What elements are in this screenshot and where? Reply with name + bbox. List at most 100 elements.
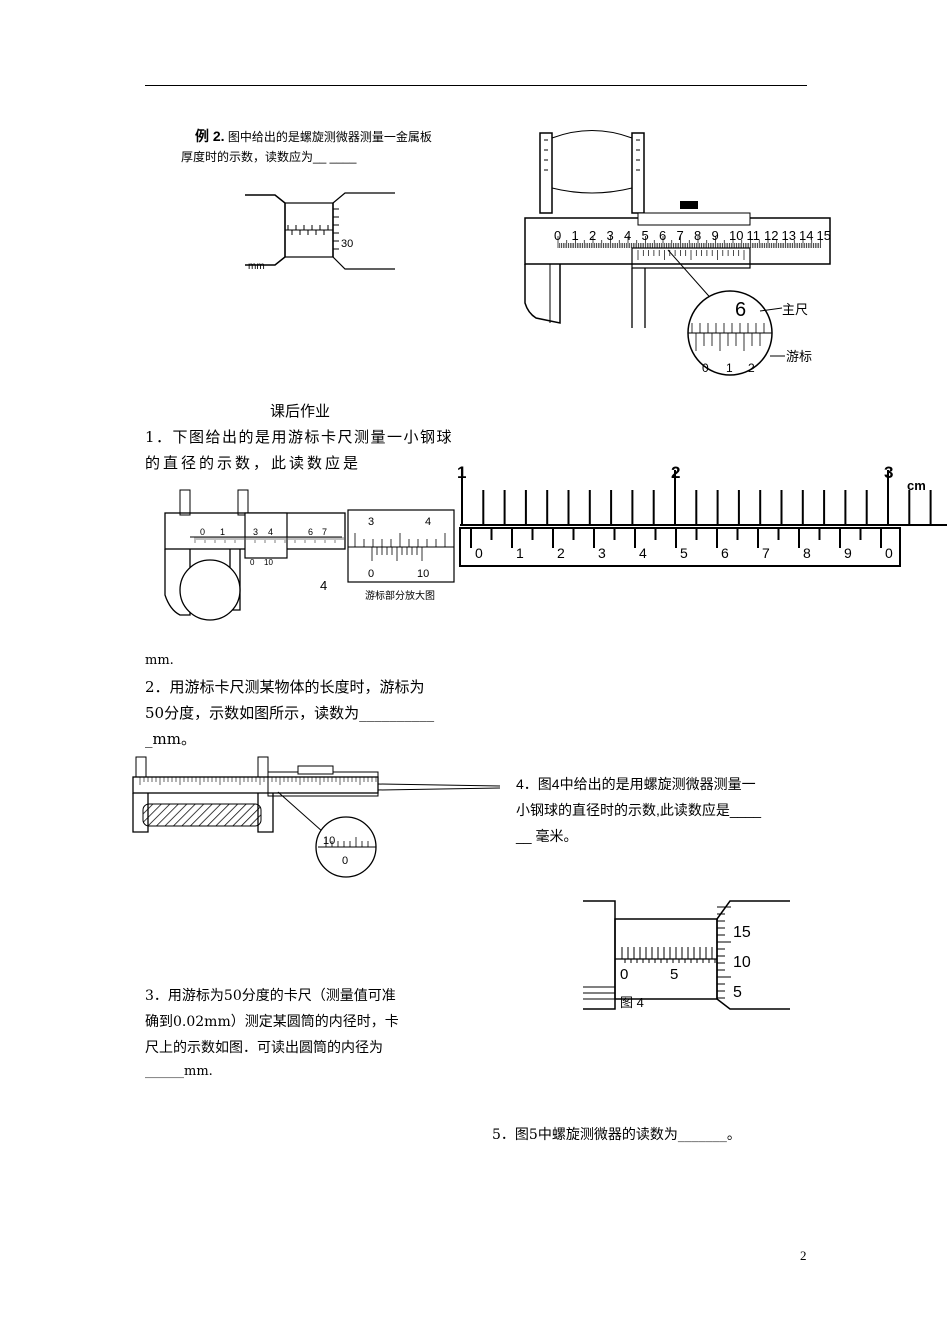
micrometer-example-figure: 30 mm (245, 192, 395, 272)
fig1-zoom-top-3: 3 (368, 516, 374, 528)
fig1-zoom-bottom-0: 0 (368, 568, 374, 580)
fig4-thimble-5: 5 (733, 984, 742, 1001)
top-main-label: 15 (817, 228, 831, 243)
large-vernier-label: 0 (475, 545, 483, 561)
top-main-label: 12 (764, 228, 778, 243)
zoom-digit-2: 2 (748, 361, 755, 375)
top-main-label: 10 (729, 228, 743, 243)
top-main-label: 0 (554, 228, 561, 243)
q4-line-1: 4．图4中给出的是用螺旋测微器测量一 (516, 776, 756, 792)
top-main-label: 2 (589, 228, 596, 243)
large-vernier-label: 3 (598, 545, 606, 561)
label-vernier: 游标 (786, 349, 812, 364)
fig1-main-4: 4 (268, 527, 273, 537)
page-number: 2 (800, 1248, 807, 1263)
zoom-digit-1: 1 (726, 361, 733, 375)
large-vernier-label: 4 (639, 545, 647, 561)
large-vernier-label: 2 (557, 545, 565, 561)
fig1-main-0: 0 (200, 527, 205, 537)
large-cm-3: 3 (884, 463, 893, 482)
label-main-scale: 主尺 (782, 302, 808, 317)
fig1-vernier-10: 10 (264, 558, 273, 567)
top-main-label: 4 (624, 228, 631, 243)
header-rule (145, 85, 807, 86)
zoom-vernier-ticks (691, 323, 765, 351)
q4-line-3: __ 毫米。 (516, 828, 578, 844)
large-cm-2: 2 (671, 463, 680, 482)
q2-line-2: 50分度，示数如图所示，读数为__________ (145, 704, 435, 722)
fig4-thimble-ticks (717, 906, 731, 999)
large-vernier-label: 9 (844, 545, 852, 561)
fig4-sleeve-ticks (621, 947, 716, 963)
example2-block: 例 2. 图中给出的是螺旋测微器测量一金属板 厚度时的示数，读数应为__ ___… (181, 126, 475, 167)
fig1-main-1: 1 (220, 527, 225, 537)
top-main-label: 11 (747, 228, 761, 243)
top-main-label: 9 (712, 228, 719, 243)
fig1-zoom-top-4: 4 (425, 516, 431, 528)
large-unit: cm (907, 478, 926, 493)
q1-line-1: 1．下图给出的是用游标卡尺测量一小钢球 (145, 428, 454, 446)
q3-line-2: 确到0.02mm）测定某圆筒的内径时，卡 (145, 1014, 399, 1030)
micrometer-unit: mm (248, 261, 265, 272)
caliper-ball-figure: 0 1 3 4 6 7 0 10 3 4 0 10 游标部分放大图 4 (164, 489, 455, 621)
large-vernier-label: 5 (680, 545, 688, 561)
example-label: 例 2. (195, 128, 225, 144)
fig1-number: 4 (320, 578, 327, 593)
fig4-thimble-15: 15 (733, 924, 751, 941)
large-main-ticks (461, 470, 932, 525)
q2-line-3: _mm。 (145, 730, 196, 748)
large-vernier-label: 1 (516, 545, 524, 561)
q5-text: 5．图5中螺旋测微器的读数为_______。 (492, 1127, 741, 1143)
fig4-caption: 图 4 (620, 995, 644, 1010)
fig1-vernier-0: 0 (250, 558, 255, 567)
large-vernier-ticks (470, 528, 882, 548)
fig4-thimble-10: 10 (733, 954, 751, 971)
fig2-zoom-0: 0 (342, 855, 348, 867)
fig1-main-7: 7 (322, 527, 327, 537)
large-vernier-scale: 1 2 3 cm 0 1 2 3 4 5 6 7 8 9 0 (457, 463, 947, 567)
q1-line-2: 的直径的示数，此读数应是 (145, 454, 362, 472)
top-main-label: 1 (572, 228, 579, 243)
q1-unit: mm. (145, 653, 174, 668)
fig1-zoom-ticks (354, 533, 455, 561)
fig1-zoom-caption: 游标部分放大图 (365, 589, 435, 602)
zoom-digit-0: 0 (702, 361, 709, 375)
top-main-label: 8 (694, 228, 701, 243)
fig2-zoom-10: 10 (323, 835, 335, 847)
fig4-sleeve-5: 5 (670, 966, 678, 983)
top-main-label: 13 (782, 228, 796, 243)
large-vernier-label: 7 (762, 545, 770, 561)
top-main-label: 5 (642, 228, 649, 243)
q2-line-1: 2．用游标卡尺测某物体的长度时，游标为 (145, 678, 425, 696)
top-main-scale-ticks (557, 236, 821, 260)
homework-title: 课后作业 (270, 402, 331, 420)
large-vernier-label: 8 (803, 545, 811, 561)
fig1-main-3: 3 (253, 527, 258, 537)
example-text-1: 图中给出的是螺旋测微器测量一金属板 (227, 130, 432, 144)
top-main-label: 7 (677, 228, 684, 243)
fig2-zoom-ticks (325, 837, 369, 847)
top-main-label: 6 (659, 228, 666, 243)
caliper-cylinder-figure: 10 0 (132, 756, 501, 878)
q4-line-2: 小钢球的直径时的示数,此读数应是____ (516, 802, 762, 818)
micrometer-tick-30: 30 (341, 238, 353, 250)
example-text-2: 厚度时的示数，读数应为__ ____ (181, 150, 357, 164)
fig2-main-ticks (139, 777, 377, 785)
fig1-zoom-bottom-10: 10 (417, 568, 429, 580)
q3-line-4: ______mm. (145, 1064, 213, 1079)
large-vernier-label: 0 (885, 545, 893, 561)
large-vernier-labels: 0 1 2 3 4 5 6 7 8 9 0 (475, 545, 893, 561)
large-cm-1: 1 (457, 463, 466, 482)
q3-line-3: 尺上的示数如图．可读出圆筒的内径为 (145, 1040, 383, 1056)
top-main-label: 14 (799, 228, 813, 243)
fig1-main-6: 6 (308, 527, 313, 537)
fig1-main-ticks (194, 537, 344, 543)
micrometer-figure-4: 0 5 15 10 5 图 4 (583, 900, 790, 1010)
fig4-sleeve-0: 0 (620, 966, 628, 983)
zoom-main-mark: 6 (735, 299, 746, 321)
top-main-label: 3 (607, 228, 614, 243)
q3-line-1: 3．用游标为50分度的卡尺（测量值可准 (145, 988, 396, 1004)
large-vernier-label: 6 (721, 545, 729, 561)
